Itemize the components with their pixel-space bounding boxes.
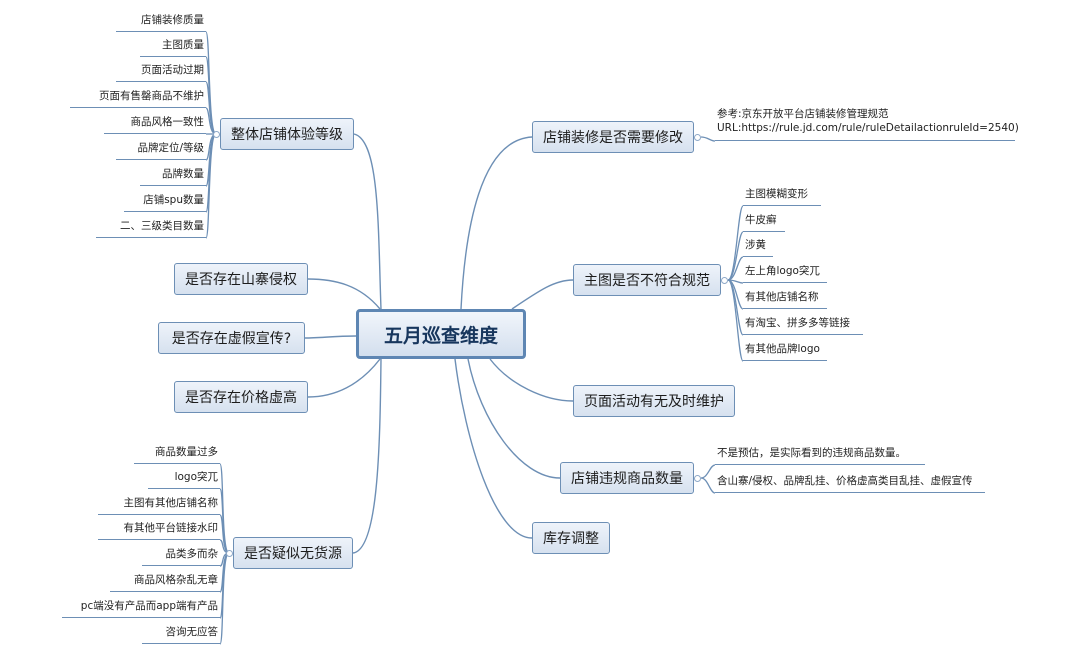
edge-main-image-leaf-0 [727, 205, 744, 281]
leaf-other-store-name-image[interactable]: 有其他店铺名称 [743, 288, 827, 309]
leaf-activity-expired[interactable]: 页面活动过期 [116, 61, 206, 82]
branch-false-advertising[interactable]: 是否存在虚假宣传? [158, 322, 305, 354]
collapse-handle-no-source[interactable] [226, 550, 233, 557]
leaf-other-brand-logo[interactable]: 有其他品牌logo [743, 340, 827, 361]
edge-root-violation [467, 358, 561, 479]
edge-root-decoration [460, 136, 533, 310]
edge-main-image-leaf-2 [727, 256, 744, 281]
edge-root-inventory [454, 358, 533, 539]
branch-counterfeit-infringement[interactable]: 是否存在山寨侵权 [174, 263, 308, 295]
leaf-mixed-categories[interactable]: 品类多而杂 [142, 545, 220, 566]
edge-root-experience [353, 133, 382, 310]
branch-inventory-adjustment[interactable]: 库存调整 [532, 522, 610, 554]
edge-root-inflated [307, 358, 381, 398]
leaf-violation-types[interactable]: 含山寨/侵权、品牌乱挂、价格虚高类目乱挂、虚假宣传 [715, 472, 985, 493]
leaf-spu-count[interactable]: 店铺spu数量 [124, 191, 206, 212]
branch-store-decoration[interactable]: 店铺装修是否需要修改 [532, 121, 694, 153]
leaf-brand-positioning[interactable]: 品牌定位/等级 [116, 139, 206, 160]
leaf-no-reply[interactable]: 咨询无应答 [142, 623, 220, 644]
leaf-category-count[interactable]: 二、三级类目数量 [96, 217, 206, 238]
leaf-taobao-pdd-links[interactable]: 有淘宝、拼多多等链接 [743, 314, 863, 335]
branch-main-image-nonconforming[interactable]: 主图是否不符合规范 [573, 264, 721, 296]
leaf-main-image-quality[interactable]: 主图质量 [140, 36, 206, 57]
edge-root-page-activity [489, 358, 574, 402]
leaf-brand-count[interactable]: 品牌数量 [140, 165, 206, 186]
leaf-style-consistency[interactable]: 商品风格一致性 [104, 113, 206, 134]
branch-no-source-suspected[interactable]: 是否疑似无货源 [233, 537, 353, 569]
branch-page-activity-maintenance[interactable]: 页面活动有无及时维护 [573, 385, 735, 417]
branch-store-experience-level[interactable]: 整体店铺体验等级 [220, 118, 354, 150]
leaf-other-platform-watermark[interactable]: 有其他平台链接水印 [98, 519, 220, 540]
edge-violation-leaf-1 [700, 477, 716, 494]
collapse-handle-main-image[interactable] [721, 277, 728, 284]
edge-decoration-leaf-0 [700, 136, 716, 142]
branch-violation-goods-count[interactable]: 店铺违规商品数量 [560, 462, 694, 494]
leaf-decoration-reference[interactable]: 参考:京东开放平台店铺装修管理规范 URL:https://rule.jd.co… [715, 107, 1019, 141]
edge-root-main-image [511, 279, 574, 310]
leaf-pornographic[interactable]: 涉黄 [743, 236, 773, 257]
leaf-pc-app-mismatch[interactable]: pc端没有产品而app端有产品 [62, 597, 220, 618]
branch-inflated-price[interactable]: 是否存在价格虚高 [174, 381, 308, 413]
leaf-other-store-name[interactable]: 主图有其他店铺名称 [98, 494, 220, 515]
edge-main-image-leaf-1 [727, 231, 744, 281]
edge-root-false-ad [304, 335, 357, 339]
leaf-chaotic-style[interactable]: 商品风格杂乱无章 [110, 571, 220, 592]
leaf-soldout-not-maintained[interactable]: 页面有售罄商品不维护 [70, 87, 206, 108]
leaf-blurry-image[interactable]: 主图模糊变形 [743, 185, 821, 206]
collapse-handle-violation[interactable] [694, 475, 701, 482]
leaf-psoriasis-ads[interactable]: 牛皮癣 [743, 211, 785, 232]
edge-root-no-source [352, 358, 382, 554]
edge-root-counterfeit [307, 278, 381, 310]
root-node[interactable]: 五月巡查维度 [356, 309, 526, 359]
leaf-too-many-goods[interactable]: 商品数量过多 [134, 443, 220, 464]
edge-violation-leaf-0 [700, 464, 716, 479]
edge-no-source-leaf-7 [219, 552, 230, 645]
leaf-decoration-quality[interactable]: 店铺装修质量 [116, 11, 206, 32]
leaf-actual-count-note[interactable]: 不是预估，是实际看到的违规商品数量。 [715, 444, 925, 465]
edge-main-image-leaf-6 [727, 279, 744, 362]
leaf-logo-abrupt[interactable]: logo突兀 [148, 468, 220, 489]
collapse-handle-decoration[interactable] [694, 134, 701, 141]
collapse-handle-experience[interactable] [213, 131, 220, 138]
leaf-topleft-logo[interactable]: 左上角logo突兀 [743, 262, 827, 283]
